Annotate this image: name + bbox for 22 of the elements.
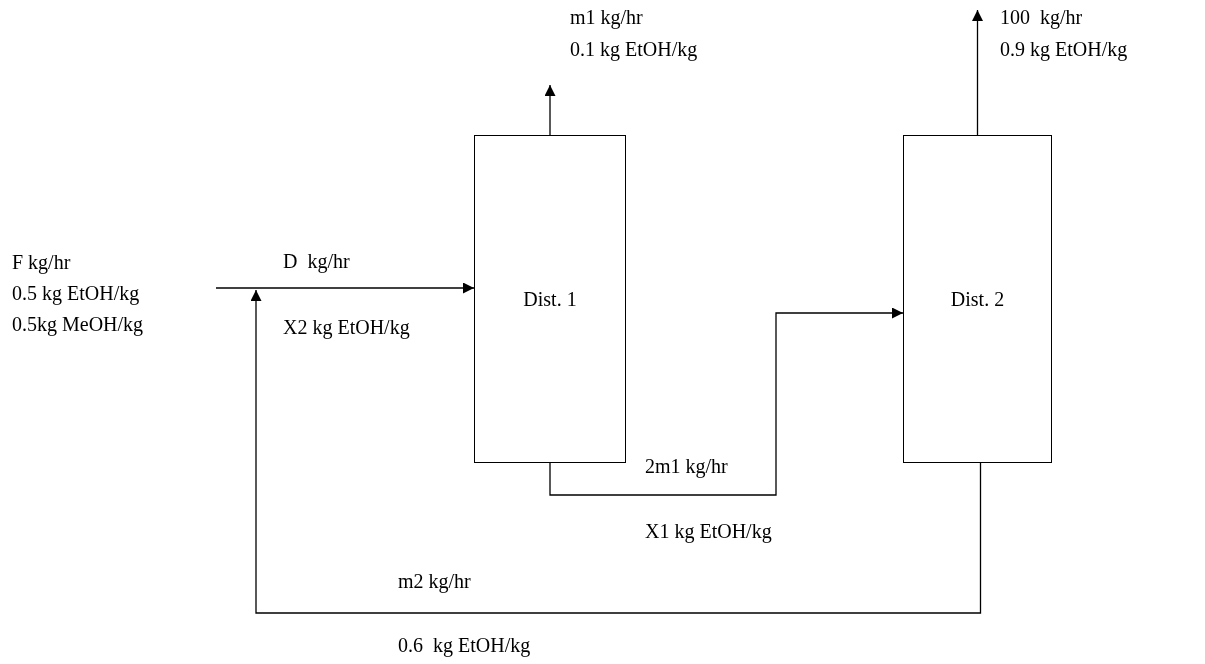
- stream-label: F kg/hr: [12, 251, 71, 273]
- flow-arrow: [250, 289, 982, 614]
- column-label: Dist. 1: [523, 287, 577, 311]
- stream-label: 0.5 kg EtOH/kg: [12, 282, 140, 304]
- stream-label: X1 kg EtOH/kg: [645, 520, 772, 542]
- stream-label: 0.6 kg EtOH/kg: [398, 634, 531, 656]
- column-label: Dist. 2: [950, 287, 1005, 311]
- stream-label: X2 kg EtOH/kg: [283, 316, 410, 338]
- distillation-column-box: [474, 135, 626, 463]
- stream-label: 0.5kg MeOH/kg: [12, 313, 144, 335]
- stream-label: m1 kg/hr: [570, 6, 643, 28]
- stream-label: 0.1 kg EtOH/kg: [570, 38, 698, 60]
- stream-label: m2 kg/hr: [398, 570, 471, 592]
- stream-label: 100 kg/hr: [1000, 6, 1083, 28]
- flow-arrow: [549, 307, 904, 496]
- flow-arrow: [972, 9, 983, 136]
- stream-label: 0.9 kg EtOH/kg: [1000, 38, 1128, 60]
- flow-arrow: [215, 282, 475, 294]
- distillation-column-box: [903, 135, 1052, 463]
- stream-label: D kg/hr: [283, 250, 350, 272]
- flow-arrow: [544, 84, 556, 136]
- stream-label: 2m1 kg/hr: [645, 455, 728, 477]
